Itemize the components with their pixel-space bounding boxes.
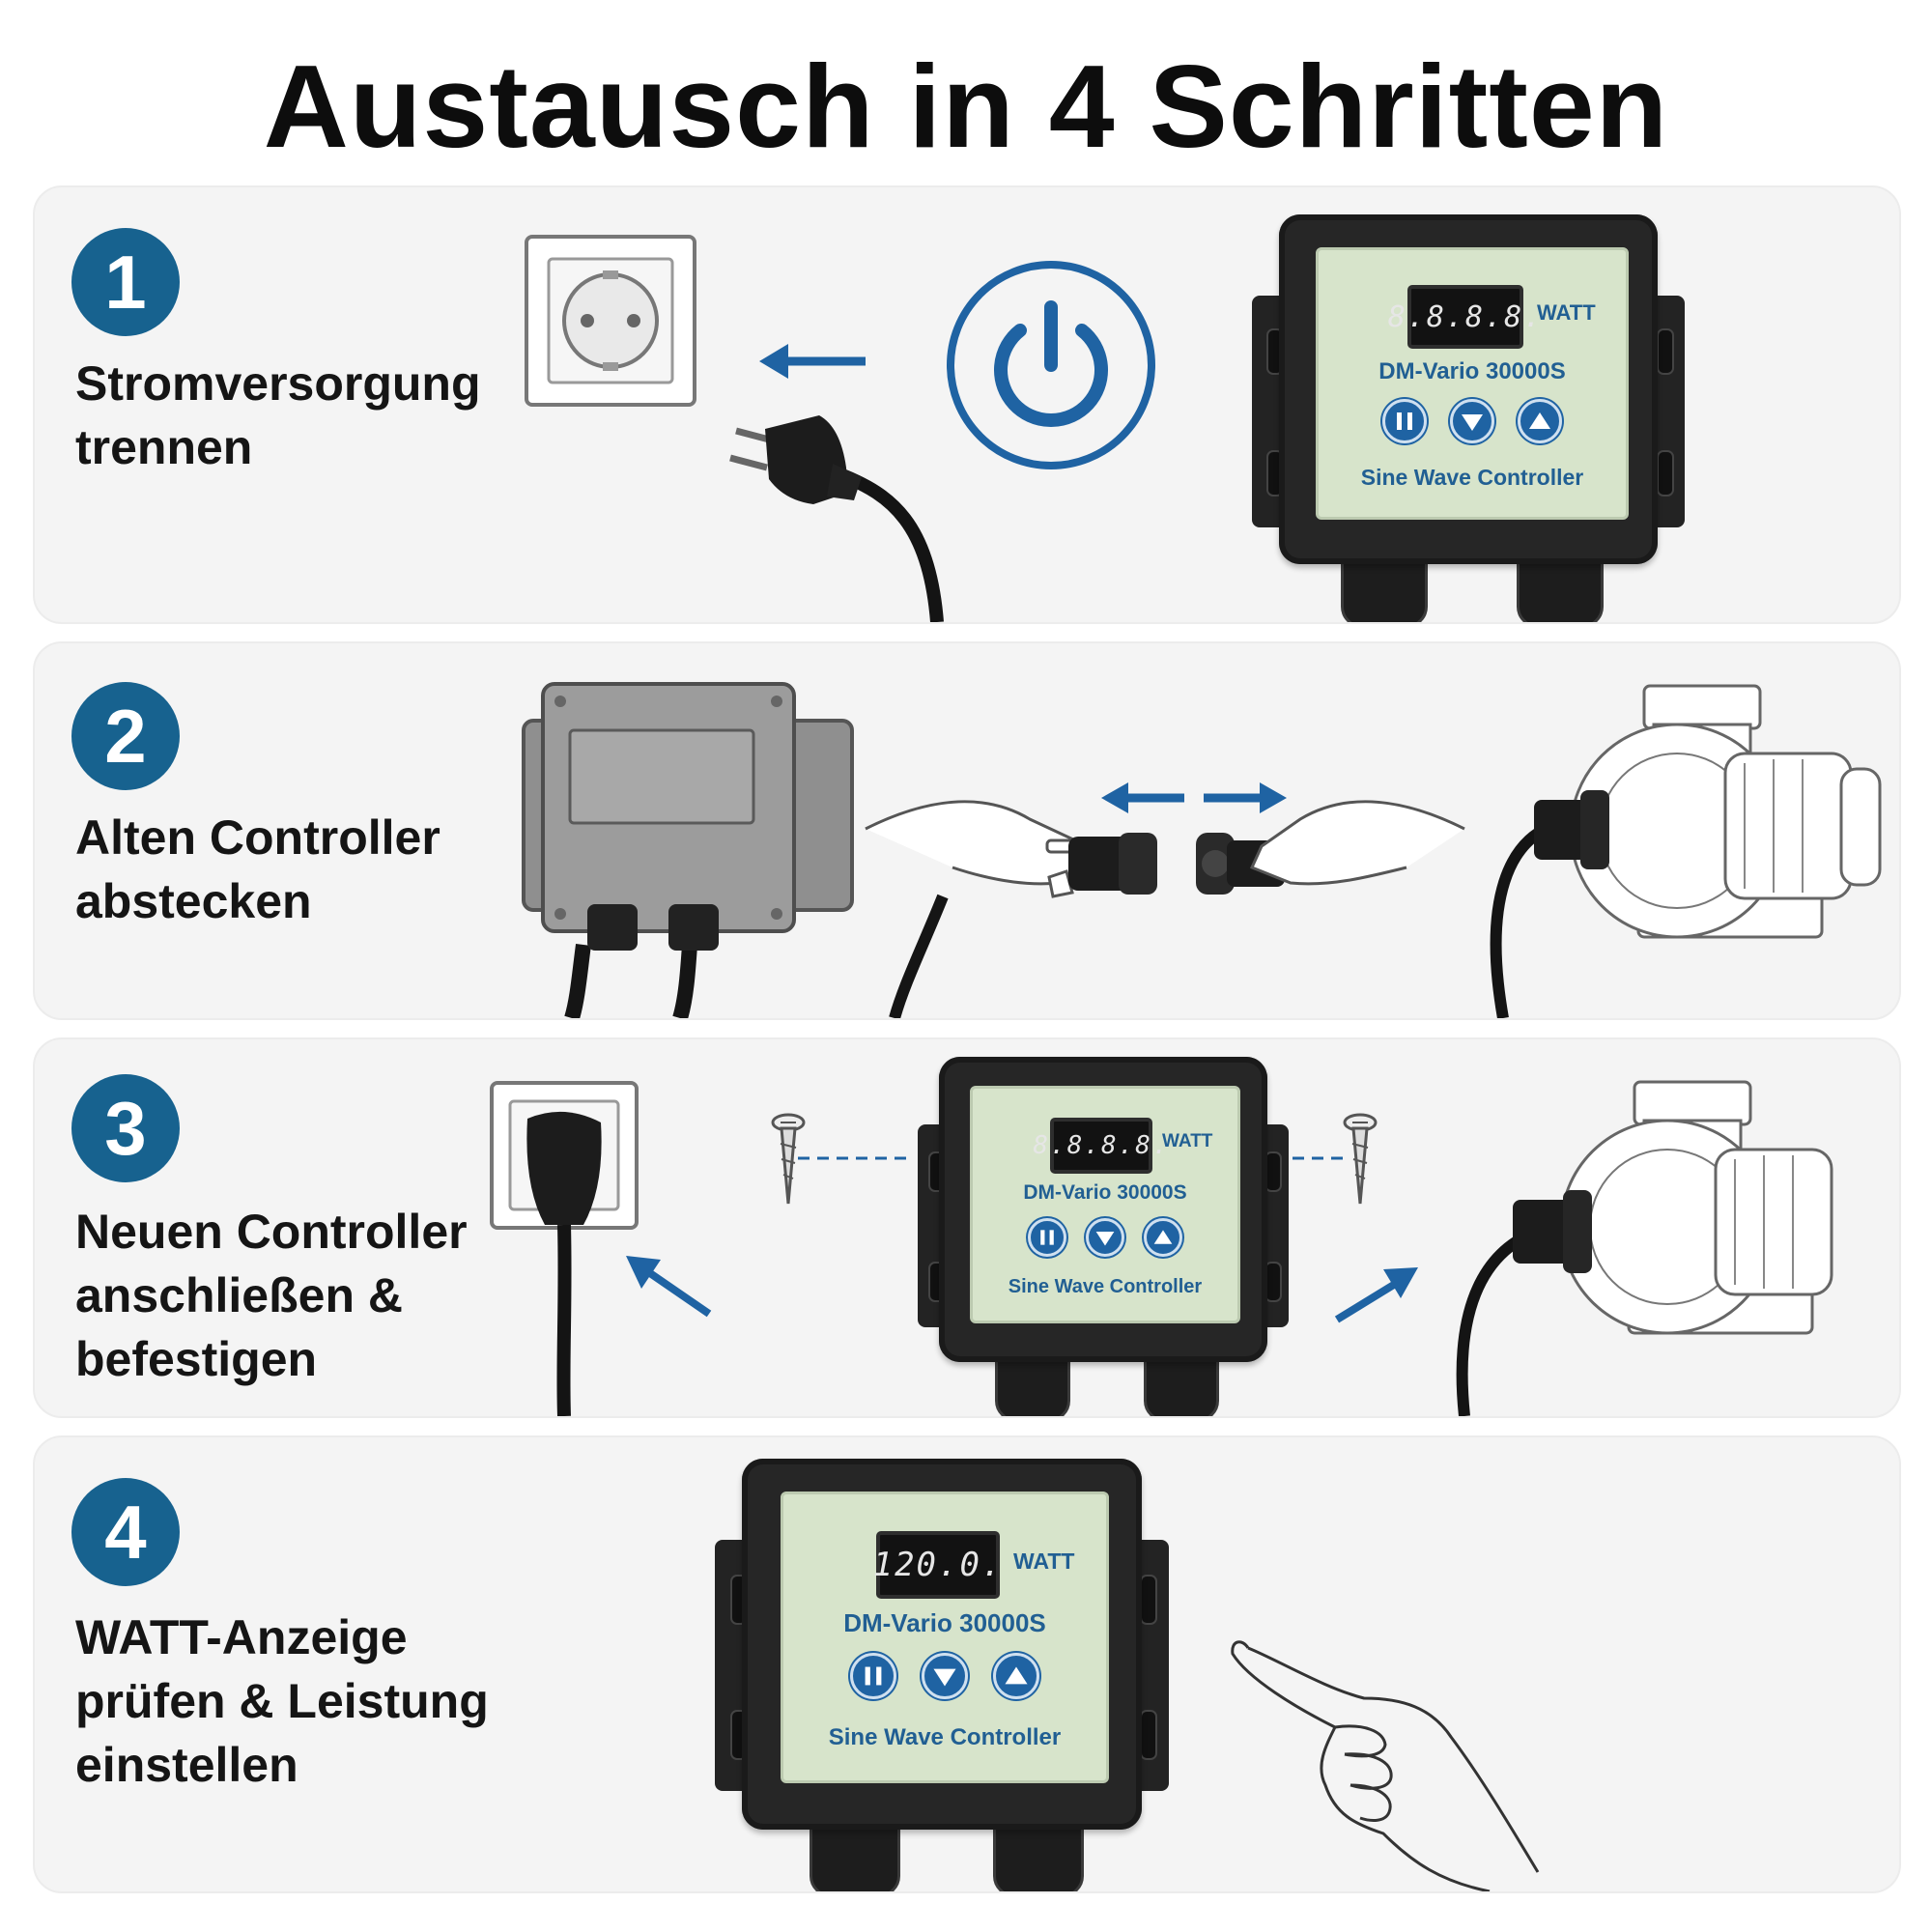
step-3-text: Neuen Controller anschließen & befestige… <box>75 1200 468 1391</box>
step-4-line2: prüfen & Leistung <box>75 1674 489 1728</box>
arrow-left-icon <box>1101 782 1184 813</box>
step-1-text: Stromversorgung trennen <box>75 352 481 479</box>
triangle-up-icon <box>1153 1230 1173 1244</box>
pump-icon <box>1490 684 1882 1018</box>
pause-icon <box>1397 412 1412 430</box>
down-button[interactable] <box>1450 399 1494 443</box>
sine-label: Sine Wave Controller <box>1360 465 1584 490</box>
up-button[interactable] <box>993 1653 1039 1699</box>
watt-display: 8.8.8.8. <box>1033 1118 1168 1174</box>
pump-icon <box>1456 1080 1833 1416</box>
model-label: DM-Vario 30000S <box>843 1608 1046 1637</box>
wall-socket-icon <box>490 1081 639 1416</box>
step-4-text: WATT-Anzeige prüfen & Leistung einstelle… <box>75 1605 489 1797</box>
arrow-left-icon <box>759 344 866 379</box>
pause-icon <box>865 1666 882 1686</box>
screw-icon <box>1343 1113 1378 1205</box>
step-2-panel: 2 Alten Controller abstecken <box>33 641 1901 1020</box>
step-4-line3: einstellen <box>75 1738 298 1792</box>
step-4-panel: 4 WATT-Anzeige prüfen & Leistung einstel… <box>33 1435 1901 1893</box>
step-3-line2: anschließen & <box>75 1268 403 1322</box>
dashed-guide <box>1254 1156 1350 1160</box>
triangle-down-icon <box>1095 1232 1115 1246</box>
pause-button[interactable] <box>1028 1218 1066 1257</box>
triangle-down-icon <box>933 1668 956 1687</box>
watt-label: WATT <box>1537 300 1596 325</box>
pause-icon <box>1040 1230 1054 1245</box>
new-controller: 8.8.8.8. WATT DM-Vario 30000S Sine Wave … <box>918 1057 1289 1416</box>
step-1-line2: trennen <box>75 420 253 474</box>
pause-button[interactable] <box>850 1653 896 1699</box>
wall-socket-icon <box>525 235 696 407</box>
step-3-badge: 3 <box>71 1074 180 1182</box>
dashed-guide <box>798 1156 914 1160</box>
old-controller-icon <box>522 682 854 1018</box>
step-2-line2: abstecken <box>75 874 312 928</box>
step-3-line3: befestigen <box>75 1332 318 1386</box>
up-button[interactable] <box>1144 1218 1182 1257</box>
step-3-line1: Neuen Controller <box>75 1205 468 1259</box>
step-2-line1: Alten Controller <box>75 810 440 865</box>
step-1-panel: 1 Stromversorgung trennen <box>33 185 1901 624</box>
step-4-line1: WATT-Anzeige <box>75 1610 408 1664</box>
new-controller: 120.0. WATT DM-Vario 30000S Sine Wave Co… <box>715 1459 1169 1891</box>
pause-button[interactable] <box>1382 399 1427 443</box>
pointing-hand-icon <box>1231 1640 1540 1891</box>
model-label: DM-Vario 30000S <box>1378 358 1566 384</box>
sine-label: Sine Wave Controller <box>828 1724 1062 1750</box>
watt-display: 8.8.8.8. <box>1388 285 1541 349</box>
power-icon <box>947 261 1155 469</box>
triangle-up-icon <box>1529 412 1550 429</box>
sine-label: Sine Wave Controller <box>1008 1276 1203 1297</box>
step-2-badge: 2 <box>71 682 180 790</box>
triangle-down-icon <box>1462 414 1483 431</box>
step-1-badge: 1 <box>71 228 180 336</box>
triangle-up-icon <box>1005 1666 1028 1685</box>
step-2-text: Alten Controller abstecken <box>75 806 440 933</box>
down-button[interactable] <box>1086 1218 1124 1257</box>
arrow-right-icon <box>1204 782 1287 813</box>
arrow-icon <box>626 1256 712 1318</box>
watt-display: 120.0. <box>873 1531 1001 1599</box>
watt-label: WATT <box>1013 1548 1075 1574</box>
step-1-line1: Stromversorgung <box>75 356 481 411</box>
hands-connector-icon <box>865 800 1465 1018</box>
arrow-icon <box>1334 1267 1418 1323</box>
page-title: Austausch in 4 Schritten <box>263 41 1669 172</box>
new-controller: 8.8.8.8. WATT DM-Vario 30000S Sine Wave … <box>1252 214 1685 622</box>
watt-label: WATT <box>1162 1131 1213 1151</box>
model-label: DM-Vario 30000S <box>1023 1181 1187 1204</box>
down-button[interactable] <box>922 1653 968 1699</box>
plug-icon <box>729 415 944 622</box>
screw-icon <box>771 1113 806 1205</box>
step-4-badge: 4 <box>71 1478 180 1586</box>
step-3-panel: 3 Neuen Controller anschließen & befesti… <box>33 1037 1901 1418</box>
up-button[interactable] <box>1518 399 1562 443</box>
